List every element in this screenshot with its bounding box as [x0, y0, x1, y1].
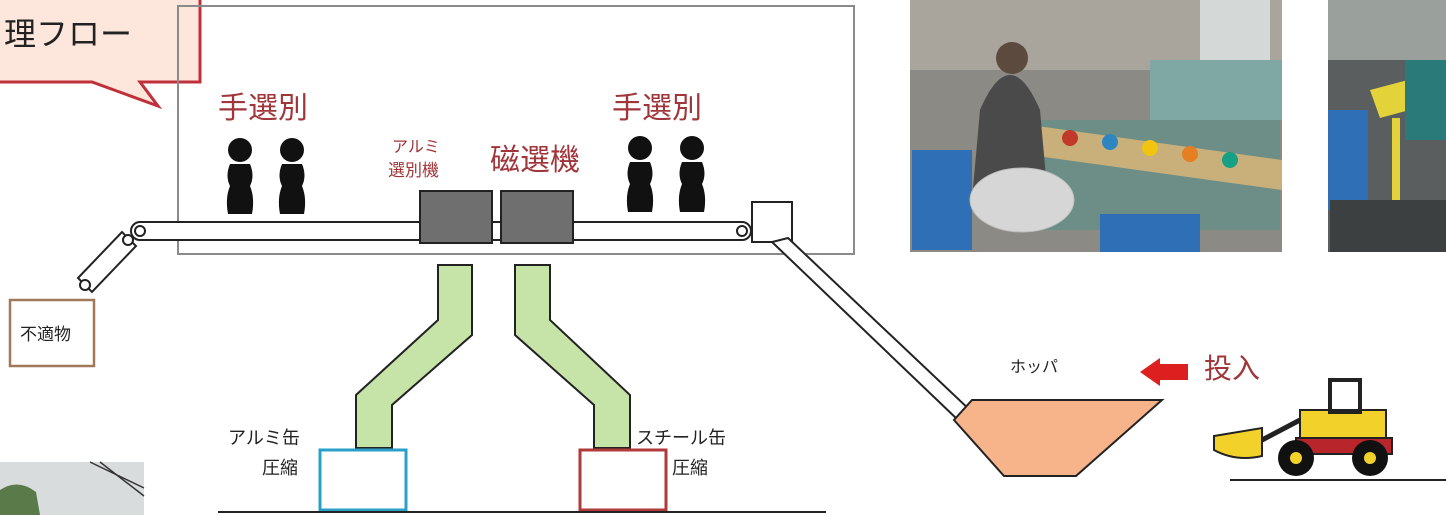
- aluminum-sorter-machine: [419, 190, 493, 244]
- hopper: [952, 399, 1165, 477]
- wheel-loader-illustration: [1213, 378, 1393, 476]
- magnetic-separator-label: 磁選機: [490, 143, 580, 178]
- aluminum-sorter-label-2: 選別機: [388, 161, 439, 181]
- aluminum-can-compressor: [318, 448, 408, 512]
- steel-can-label-1: スチール缶: [636, 428, 726, 449]
- callout-bubble: 理フロー: [0, 0, 202, 110]
- reject-conveyor: [76, 230, 138, 294]
- input-label: 投入: [1204, 352, 1260, 385]
- unsuitable-items-box: [8, 298, 96, 368]
- aluminum-can-label-2: 圧縮: [262, 458, 298, 479]
- steel-can-compressor: [578, 448, 668, 512]
- worker-figure: [626, 136, 654, 212]
- hopper-label: ホッパ: [1010, 357, 1058, 376]
- transfer-box: [751, 201, 793, 243]
- steel-can-label-2: 圧縮: [672, 458, 708, 479]
- worker-figure: [226, 138, 254, 214]
- worker-figure: [678, 136, 706, 212]
- aluminum-chute: [355, 264, 473, 449]
- steel-chute: [514, 264, 631, 449]
- manual-sort-left-label: 手選別: [218, 91, 308, 126]
- input-arrow: [1140, 358, 1188, 386]
- photo-manual-sorting: [910, 0, 1282, 252]
- manual-sort-right-label: 手選別: [612, 91, 702, 126]
- photo-outdoor: [0, 461, 145, 515]
- magnetic-separator-machine: [500, 190, 574, 244]
- process-enclosure: [177, 5, 855, 255]
- feed-conveyor: [769, 236, 974, 422]
- unsuitable-items-label: 不適物: [20, 325, 71, 345]
- photo-machinery: [1328, 0, 1446, 252]
- aluminum-can-label-1: アルミ缶: [228, 428, 300, 449]
- worker-figure: [278, 138, 306, 214]
- aluminum-sorter-label-1: アルミ: [392, 137, 440, 156]
- callout-text: 理フロー: [4, 15, 132, 53]
- callout-shape: [0, 0, 202, 110]
